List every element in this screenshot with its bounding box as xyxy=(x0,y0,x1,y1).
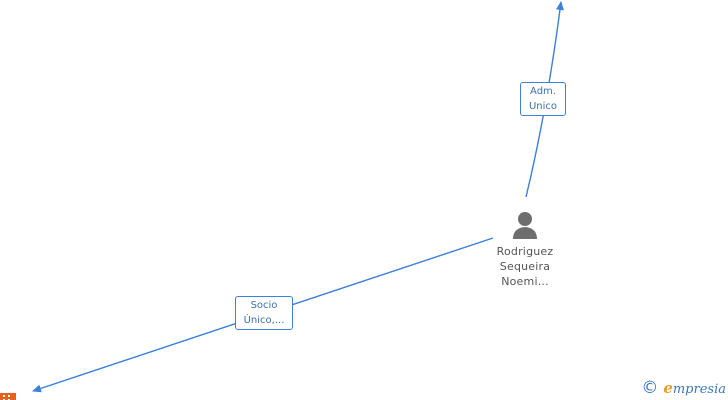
building-icon xyxy=(0,393,16,400)
person-name-line-1: Rodriguez xyxy=(496,245,554,258)
edge-label-socio-line-1: Socio xyxy=(250,300,278,311)
person-name[interactable]: Rodriguez Sequeira Noemi... xyxy=(483,244,567,289)
person-name-line-3: Noemi... xyxy=(501,275,549,288)
brand-watermark: © empresia xyxy=(641,379,726,397)
brand-name: mpresia xyxy=(672,382,726,397)
edge-label-adm-line-1: Adm. xyxy=(530,86,556,97)
edge-label-adm[interactable]: Adm. Unico xyxy=(520,82,566,116)
company-node[interactable] xyxy=(0,388,16,400)
copyright-icon: © xyxy=(641,378,659,398)
edge-label-socio-line-2: Único,... xyxy=(243,315,285,326)
brand-initial: e xyxy=(663,379,673,397)
edge-label-socio[interactable]: Socio Único,... xyxy=(235,296,293,330)
edge-label-adm-line-2: Unico xyxy=(528,101,558,112)
person-silhouette-icon xyxy=(513,212,537,239)
brand-logo: empresia xyxy=(663,379,726,397)
person-node[interactable]: Rodriguez Sequeira Noemi... xyxy=(483,210,567,289)
person-name-line-2: Sequeira xyxy=(499,260,551,273)
